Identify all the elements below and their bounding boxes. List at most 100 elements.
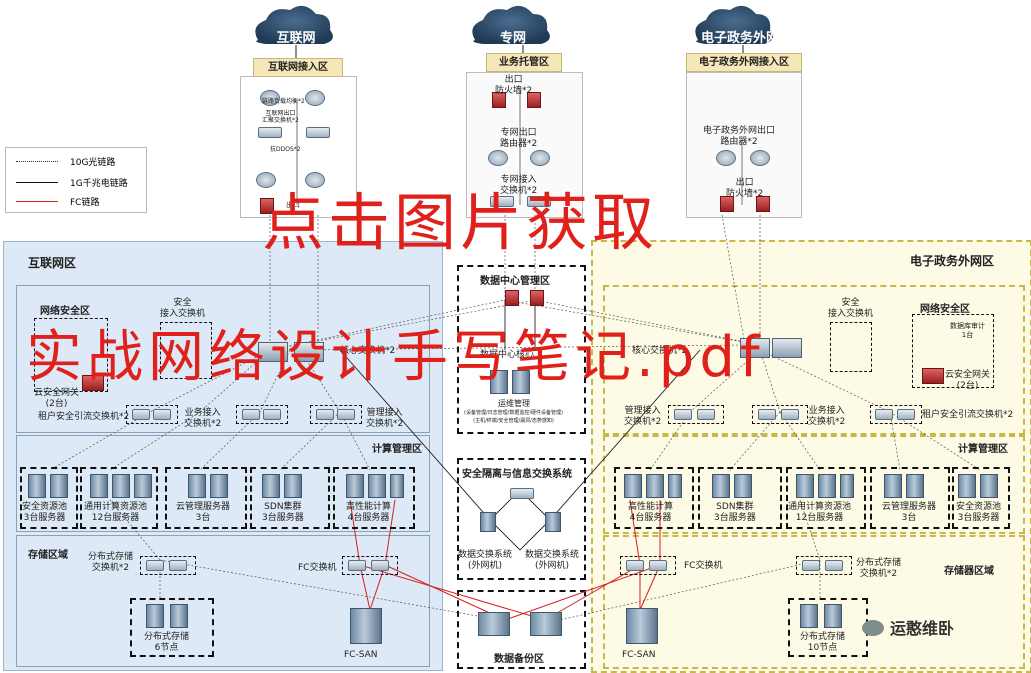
tenant-switch-box — [870, 405, 922, 424]
backup-zone — [457, 590, 586, 669]
router-icon — [750, 150, 770, 166]
exit-switch-icon — [258, 127, 282, 138]
security-title: 安全隔离与信息交换系统 — [462, 469, 572, 480]
switch-icon — [802, 560, 820, 571]
lb-router-icon — [305, 90, 325, 106]
legend-item: 10G光链路 — [10, 154, 142, 168]
router-icon — [488, 150, 508, 166]
switch-icon — [263, 409, 281, 420]
switch-icon — [348, 560, 366, 571]
egov-fc-sw-label: FC交换机 — [684, 561, 723, 571]
server-icon — [390, 474, 404, 498]
firewall-icon — [530, 290, 544, 306]
dc-core-label: 数据中心核心 — [480, 350, 535, 360]
internet-fcsan-label: FC-SAN — [344, 650, 378, 660]
cluster-box — [952, 467, 1010, 529]
server-icon — [28, 474, 46, 498]
internet-netsec-title: 网络安全区 — [40, 306, 90, 317]
switch-icon — [825, 560, 843, 571]
cluster-label: 云管理服务器 3台 — [176, 502, 231, 523]
server-icon — [210, 474, 228, 498]
firewall-icon — [922, 368, 944, 384]
cluster-box — [165, 467, 247, 529]
internet-cloud-label: 互联网 — [276, 31, 316, 46]
egov-sec-access-label: 安全 接入交换机 — [828, 298, 874, 319]
core-switch-icon — [294, 342, 324, 362]
internet-tenant-label: 租户安全引流交换机*2 — [38, 412, 130, 422]
storage-array-icon — [626, 608, 658, 644]
server-icon — [480, 512, 496, 532]
egov-cloud: 电子政务外网 — [690, 15, 790, 55]
switch-icon — [169, 560, 187, 571]
server-icon — [90, 474, 108, 498]
firewall-icon — [505, 290, 519, 306]
internet-compute-region — [16, 435, 430, 532]
mgmt-switch-box — [668, 405, 724, 424]
sec-access-box — [160, 322, 212, 379]
wechat-label: 运憨维卧 — [890, 619, 955, 638]
egov-netsec-box — [912, 314, 994, 388]
hosting-label: 业务托管区 — [486, 53, 562, 72]
switch-icon — [697, 409, 715, 420]
exchange-int-label: 数据交换系统 (外网机) — [525, 550, 580, 571]
egov-cloudgw-label: 云安全网关 (2台) — [945, 370, 991, 391]
egov-storage-region — [603, 535, 1025, 669]
security-zone — [457, 458, 586, 580]
firewall-icon — [82, 375, 104, 391]
egov-access-label: 电子政务外网接入区 — [686, 53, 802, 72]
backup-title: 数据备份区 — [494, 654, 544, 665]
exchange-ext-label: 数据交换系统 (外网机) — [458, 550, 513, 571]
server-icon — [884, 474, 902, 498]
egov-dist-sw-label: 分布式存储 交换机*2 — [856, 558, 902, 579]
cluster-label: SDN集群 3台服务器 — [262, 502, 304, 523]
server-icon — [50, 474, 68, 498]
egov-compute-region — [603, 435, 1025, 534]
switch-icon — [146, 560, 164, 571]
legend-label: FC链路 — [70, 198, 100, 208]
ddos-label: 抗DDOS*2 — [270, 146, 301, 153]
server-icon — [545, 512, 561, 532]
switch-icon — [649, 560, 667, 571]
cluster-label: 通用计算资源池 12台服务器 — [788, 502, 852, 523]
egov-access-box — [686, 72, 802, 218]
biz-switch-box — [236, 405, 288, 424]
egov-mgmt-access-label: 管理接入 交换机*2 — [624, 406, 662, 427]
internet-netsec-box — [34, 318, 108, 392]
cluster-label: 通用计算资源池 12台服务器 — [84, 502, 148, 523]
cluster-box — [614, 467, 694, 529]
server-icon — [512, 370, 530, 394]
storage-array-icon — [350, 608, 382, 644]
egov-sec-item1: 数据库审计 1台 — [950, 322, 985, 339]
server-icon — [368, 474, 386, 498]
switch-icon — [875, 409, 893, 420]
egov-netsec-region — [603, 285, 1025, 435]
exit-switch-icon — [306, 127, 330, 138]
switch-icon — [153, 409, 171, 420]
cluster-box — [698, 467, 782, 529]
server-icon — [346, 474, 364, 498]
private-cloud-label: 专网 — [499, 31, 526, 46]
switch-icon — [897, 409, 915, 420]
internet-cloud: 互联网 — [253, 15, 339, 55]
server-icon — [262, 474, 280, 498]
cloud-icon — [255, 5, 773, 45]
router-icon — [530, 150, 550, 166]
wechat-icon — [862, 620, 884, 636]
egov-core-label: 核心交换机*2 — [632, 346, 688, 356]
exit-label: 出口 — [286, 201, 300, 209]
backup-device-icon — [530, 612, 562, 636]
cluster-label: 云管理服务器 3台 — [882, 502, 937, 523]
server-icon — [170, 604, 188, 628]
cluster-box — [786, 467, 866, 529]
egov-fcsan-label: FC-SAN — [622, 650, 656, 660]
server-icon — [624, 474, 642, 498]
dc-mgmt-zone — [457, 265, 586, 434]
ops-label: 运维管理 — [498, 399, 530, 408]
internet-storage-region — [16, 535, 430, 667]
hosting-fw-label: 出口 防火墙*2 — [495, 75, 533, 96]
internet-sec-access-label: 安全 接入交换机 — [160, 298, 206, 319]
hosting-switch-label: 专网接入 交换机*2 — [500, 175, 538, 196]
private-cloud: 专网 — [470, 15, 556, 55]
internet-biz-access-label: 业务接入 交换机*2 — [184, 408, 222, 429]
